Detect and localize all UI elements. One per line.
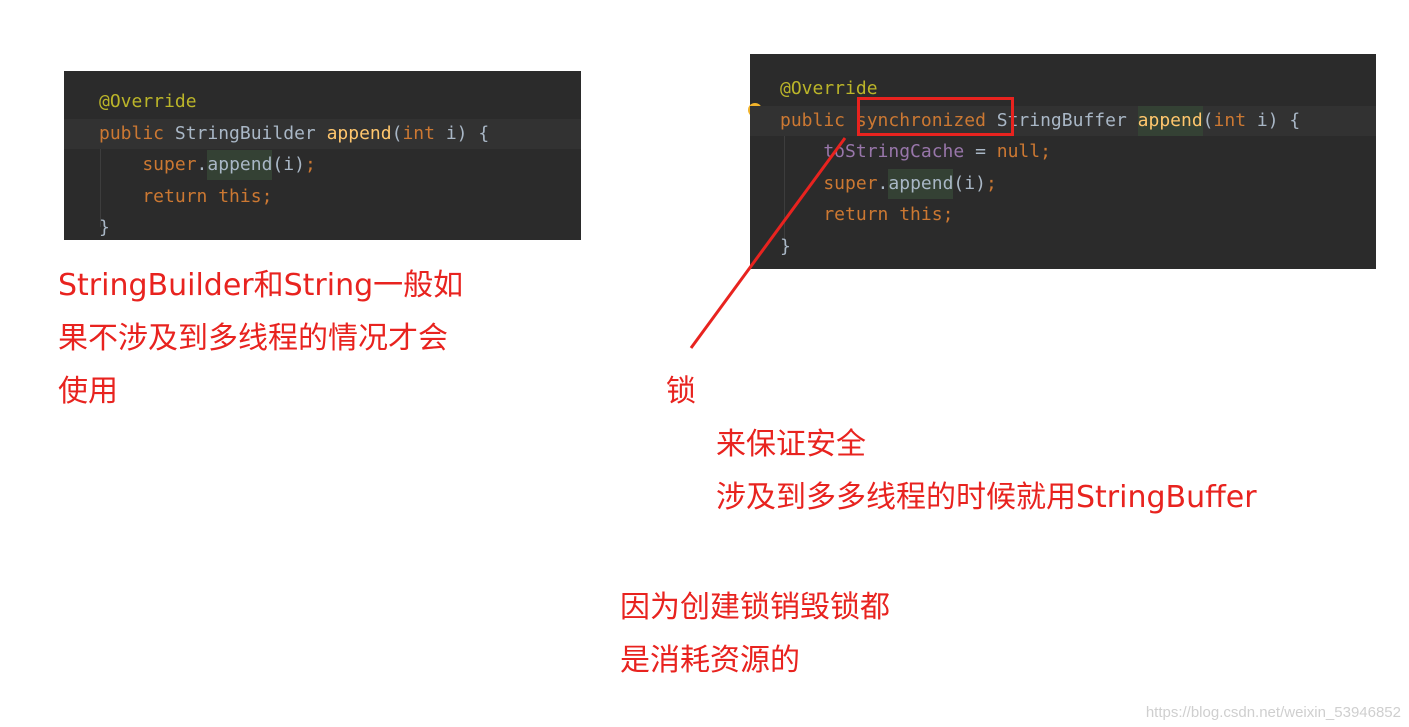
code-token: int xyxy=(1213,109,1257,131)
code-token: return this xyxy=(780,204,943,225)
code-token: null xyxy=(996,141,1041,162)
code-token: ; xyxy=(261,185,273,207)
code-token: } xyxy=(99,217,110,238)
indent-guide xyxy=(100,147,101,227)
code-token: i) { xyxy=(445,122,490,144)
code-token: . xyxy=(196,154,208,175)
code-token: StringBuilder xyxy=(174,122,327,144)
code-line[interactable]: super.append(i); xyxy=(750,168,1376,199)
code-token: return this xyxy=(99,185,262,207)
code-token: append xyxy=(1137,105,1203,136)
code-token: i) { xyxy=(1256,109,1301,131)
code-token: ; xyxy=(942,204,954,225)
code-token: int xyxy=(402,122,446,144)
code-line[interactable]: @Override xyxy=(750,74,1376,104)
cost-note-line2: 是消耗资源的 xyxy=(620,643,800,678)
code-line[interactable]: @Override xyxy=(64,87,581,117)
code-token: public xyxy=(99,122,175,144)
code-token: append xyxy=(326,122,392,144)
code-line[interactable]: } xyxy=(64,213,581,243)
safety-note-line1: 来保证安全 xyxy=(716,427,866,462)
code-token: append xyxy=(888,168,954,199)
code-line[interactable]: public synchronized StringBuffer append(… xyxy=(750,105,1376,136)
code-token: . xyxy=(877,172,889,194)
code-token: super xyxy=(99,154,197,175)
code-line[interactable]: } xyxy=(750,232,1376,262)
code-line[interactable]: public StringBuilder append(int i) { xyxy=(64,118,581,149)
code-line[interactable]: toStringCache = null; xyxy=(750,137,1376,167)
code-line[interactable]: super.append(i); xyxy=(64,150,581,180)
code-token: toStringCache xyxy=(780,141,965,162)
watermark: https://blog.csdn.net/weixin_53946852 xyxy=(1145,704,1401,721)
code-token: (i) xyxy=(953,172,986,194)
code-token: @Override xyxy=(99,91,197,112)
code-token: StringBuffer xyxy=(996,109,1138,131)
builder-note-line2: 果不涉及到多线程的情况才会 xyxy=(58,321,448,356)
code-token: ; xyxy=(1040,141,1051,162)
code-token: (i) xyxy=(272,154,305,175)
code-token: super xyxy=(780,172,878,194)
safety-note-line2: 涉及到多多线程的时候就用StringBuffer xyxy=(716,480,1257,515)
stringbuffer-code-panel: @Override public synchronized StringBuffe… xyxy=(748,54,1376,269)
code-token: = xyxy=(964,141,997,162)
lock-note: 锁 xyxy=(666,374,696,409)
code-token: ( xyxy=(391,122,403,144)
code-token: ( xyxy=(1202,109,1214,131)
code-token: synchronized xyxy=(855,109,997,131)
code-token: ; xyxy=(985,172,997,194)
code-line[interactable]: return this; xyxy=(750,200,1376,230)
code-token: public xyxy=(780,109,856,131)
code-line[interactable]: return this; xyxy=(64,182,581,212)
cost-note-line1: 因为创建锁销毁锁都 xyxy=(620,590,890,625)
synchronized-highlight-box xyxy=(857,97,1014,136)
builder-note-line3: 使用 xyxy=(58,374,118,409)
code-token: append xyxy=(207,150,273,180)
code-token: } xyxy=(780,235,791,257)
builder-note-line1: StringBuilder和String一般如 xyxy=(58,268,464,303)
code-token: @Override xyxy=(780,78,878,99)
code-token: ; xyxy=(304,154,316,175)
